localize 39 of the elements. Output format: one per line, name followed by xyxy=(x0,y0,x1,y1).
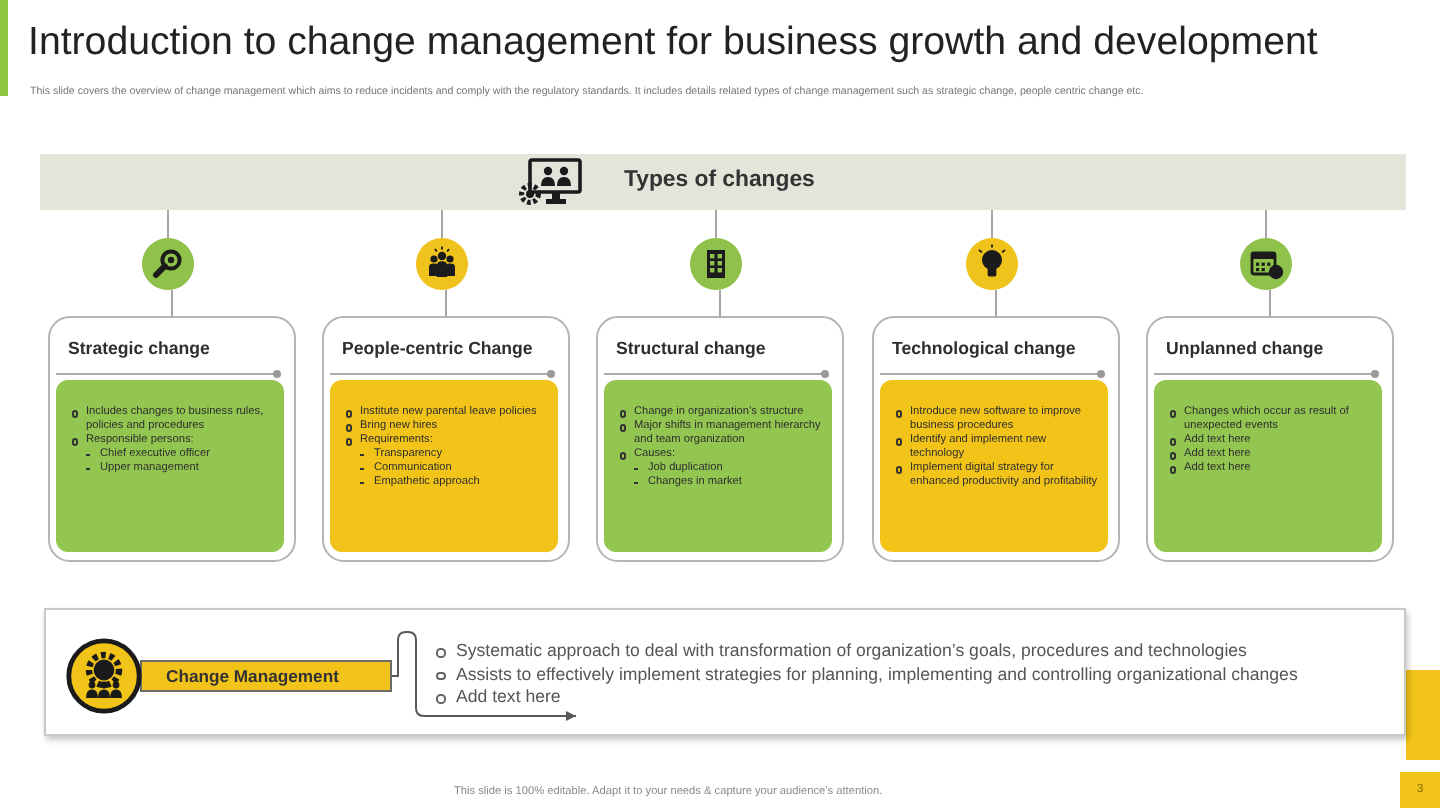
card-body xyxy=(56,380,284,552)
card-heading: Structural change xyxy=(616,338,766,360)
section-banner xyxy=(40,154,1406,210)
card-body xyxy=(880,380,1108,552)
connector-line xyxy=(1269,289,1271,317)
calendar-icon xyxy=(1240,238,1292,290)
connector-line xyxy=(991,209,993,239)
card-body xyxy=(604,380,832,552)
slide-title: Introduction to change management for business growth and development xyxy=(28,20,1318,66)
list-item: Systematic approach to deal with transformation of organization’s goals, procedures and technologies xyxy=(432,640,1396,663)
card xyxy=(872,316,1120,562)
building-icon xyxy=(690,238,742,290)
card-heading: People-centric Change xyxy=(342,338,533,360)
people-icon xyxy=(416,238,468,290)
card xyxy=(1146,316,1394,562)
magnifier-icon xyxy=(142,238,194,290)
card xyxy=(596,316,844,562)
card-body xyxy=(330,380,558,552)
section-heading: Types of changes xyxy=(624,168,815,194)
list-item: Assists to effectively implement strategies for planning, implementing and controlling organizational changes xyxy=(432,663,1396,686)
card-heading: Technological change xyxy=(892,338,1076,360)
connector-line xyxy=(715,209,717,239)
lightbulb-icon xyxy=(966,238,1018,290)
card xyxy=(322,316,570,562)
connector-line xyxy=(995,289,997,317)
card-heading: Unplanned change xyxy=(1166,338,1324,360)
list-item: Add text here xyxy=(432,686,1396,709)
connector-line xyxy=(167,209,169,239)
card-body xyxy=(1154,380,1382,552)
card xyxy=(48,316,296,562)
title-tag: Change Management xyxy=(140,660,392,692)
connector-line xyxy=(441,209,443,239)
connector-line xyxy=(171,289,173,317)
connector-line xyxy=(1265,209,1267,239)
card-heading: Strategic change xyxy=(68,338,210,360)
summary-panel xyxy=(44,608,1406,736)
connector-line xyxy=(719,289,721,317)
connector-line xyxy=(445,289,447,317)
bracket-arrow xyxy=(391,631,577,721)
